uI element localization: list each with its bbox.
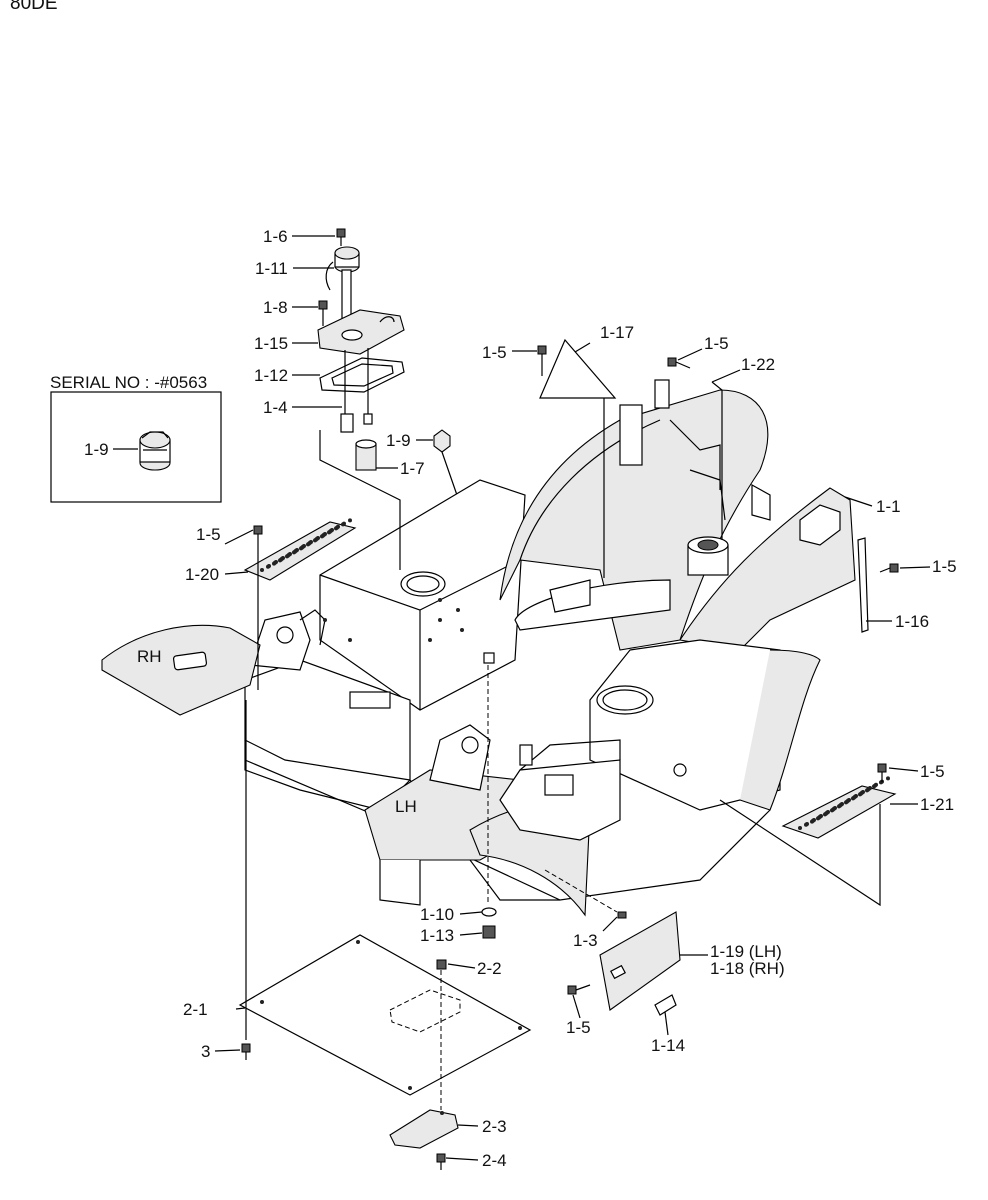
callout-1-5-f: 1-5 — [566, 1018, 591, 1037]
callout-1-5-e: 1-5 — [920, 762, 945, 781]
callout-1-19-lh: 1-19 (LH) — [710, 942, 782, 961]
fuel-cap-icon — [433, 429, 459, 499]
callout-2-1: 2-1 — [183, 1000, 208, 1019]
fuel-sender-icon — [317, 228, 405, 471]
frame-holes — [323, 598, 687, 777]
step-hole — [306, 542, 310, 547]
step-hole — [830, 808, 834, 813]
fender-plate — [857, 537, 869, 633]
step-hole — [327, 530, 331, 535]
step-hole — [816, 816, 820, 821]
step-hole — [851, 796, 855, 801]
callout-1-16: 1-16 — [895, 612, 929, 631]
step-hole — [865, 788, 869, 793]
side-label-lh: LH — [395, 797, 417, 816]
side-cover — [599, 911, 681, 1016]
callout-1-17: 1-17 — [600, 323, 634, 342]
step-plate-icon — [781, 776, 897, 839]
step-hole — [272, 561, 276, 566]
callout-3: 3 — [201, 1042, 210, 1061]
callout-1-22: 1-22 — [741, 355, 775, 374]
cover-plate — [389, 1109, 459, 1149]
bolt-icon — [241, 345, 899, 1170]
main-frame — [101, 338, 856, 917]
step-hole — [292, 550, 296, 555]
step-hole — [810, 819, 814, 824]
step-hole — [334, 526, 338, 531]
triangle-bracket — [539, 338, 617, 399]
callout-2-4: 2-4 — [482, 1151, 507, 1170]
callout-1-5-b: 1-5 — [704, 334, 729, 353]
step-hole — [278, 558, 282, 563]
step-hole — [299, 546, 303, 551]
step-hole — [804, 822, 808, 827]
inset-frame — [50, 391, 222, 503]
step-hole — [844, 800, 848, 805]
callout-1-9: 1-9 — [386, 431, 411, 450]
callout-1-13: 1-13 — [420, 926, 454, 945]
callout-1-1: 1-1 — [876, 497, 901, 516]
step-hole — [872, 784, 876, 789]
step-hole — [313, 538, 317, 543]
callout-2-2: 2-2 — [477, 959, 502, 978]
step-hole — [858, 792, 862, 797]
callout-1-10: 1-10 — [420, 905, 454, 924]
callout-1-8: 1-8 — [263, 298, 288, 317]
step-hole — [348, 518, 352, 523]
bottom-plate — [238, 934, 532, 1096]
callout-1-12: 1-12 — [254, 366, 288, 385]
step-hole — [320, 534, 324, 539]
callout-1-3: 1-3 — [573, 931, 598, 950]
callout-1-14: 1-14 — [651, 1036, 685, 1055]
serial-inset: SERIAL NO : -#0563 1-9 — [50, 373, 222, 503]
callout-1-18-rh: 1-18 (RH) — [710, 959, 785, 978]
step-hole — [260, 568, 264, 572]
step-hole — [823, 812, 827, 817]
callout-1-5-d: 1-5 — [196, 525, 221, 544]
step-hole — [341, 522, 345, 527]
callout-1-21: 1-21 — [920, 795, 954, 814]
callout-1-6: 1-6 — [263, 227, 288, 246]
model-header: 80DE — [10, 0, 58, 14]
callout-labels: 1-6 1-11 1-8 1-15 1-12 1-4 1-9 1-7 1-5 1… — [137, 227, 957, 1170]
step-hole — [285, 554, 289, 559]
callout-1-15: 1-15 — [254, 334, 288, 353]
inset-part-label: 1-9 — [84, 440, 109, 459]
callout-1-5-c: 1-5 — [932, 557, 957, 576]
step-hole — [837, 804, 841, 809]
serial-label: SERIAL NO : -#0563 — [50, 373, 207, 392]
step-plate-icon — [243, 518, 357, 581]
callout-1-5-a: 1-5 — [482, 343, 507, 362]
side-label-rh: RH — [137, 647, 162, 666]
callout-2-3: 2-3 — [482, 1117, 507, 1136]
callout-1-4: 1-4 — [263, 398, 288, 417]
step-hole — [266, 564, 270, 569]
step-hole — [886, 776, 890, 781]
callout-1-20: 1-20 — [185, 565, 219, 584]
callout-1-7: 1-7 — [400, 459, 425, 478]
step-hole — [798, 826, 802, 830]
fuel-cap-icon — [139, 431, 171, 471]
leader-lines — [214, 235, 931, 1161]
callout-1-11: 1-11 — [255, 259, 288, 278]
